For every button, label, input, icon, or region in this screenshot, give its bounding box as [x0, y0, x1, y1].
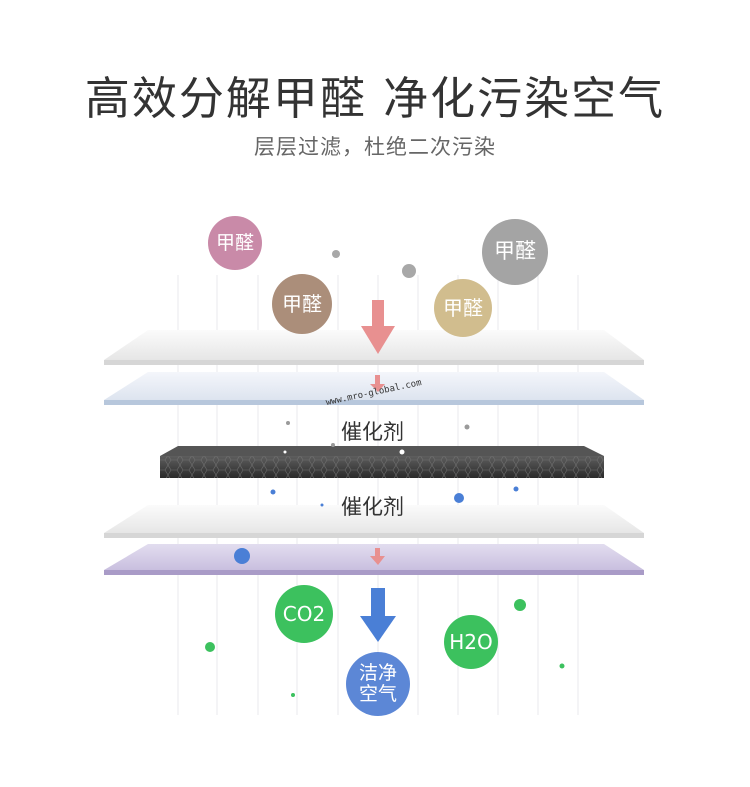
clean-air-bubble: 洁净 空气 — [346, 652, 410, 716]
filter-layer-dark — [160, 446, 604, 478]
formaldehyde-bubble: 甲醛 — [434, 279, 492, 337]
catalyst-label: 催化剂 — [341, 420, 404, 444]
arrow-down-small-icon — [370, 375, 385, 392]
particles — [205, 250, 565, 697]
arrow-down-small-icon — [370, 548, 385, 565]
formaldehyde-bubble: 甲醛 — [208, 216, 262, 270]
page-title: 高效分解甲醛 净化污染空气 — [84, 72, 666, 125]
arrow-down-icon — [361, 300, 395, 354]
formaldehyde-bubble: 甲醛 — [482, 219, 548, 285]
page-subtitle: 层层过滤，杜绝二次污染 — [254, 135, 496, 159]
formaldehyde-bubble: 甲醛 — [272, 274, 332, 334]
h2o-bubble: H2O — [444, 615, 498, 669]
arrow-down-blue-icon — [360, 588, 396, 642]
filter-layer-gray-bottom — [104, 505, 644, 538]
catalyst-label: 催化剂 — [341, 495, 404, 519]
co2-bubble: CO2 — [275, 585, 333, 643]
